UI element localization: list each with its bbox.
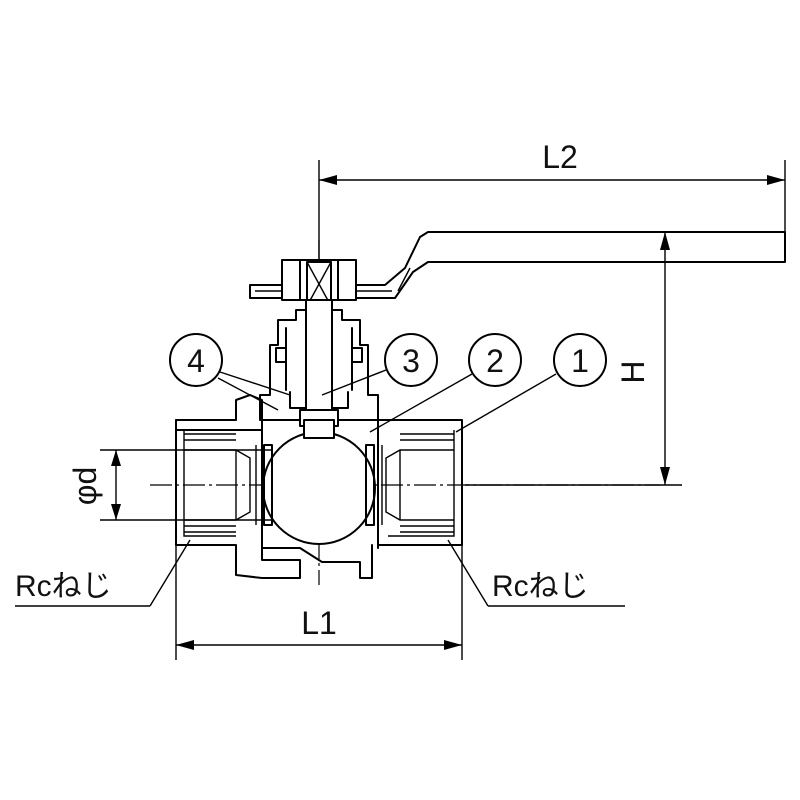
- balloon-4: 4: [169, 333, 291, 411]
- part-number-4: 4: [187, 343, 205, 379]
- stem-nut: [281, 259, 357, 307]
- balloon-3: 3: [321, 333, 438, 396]
- thread-label-left: Rcねじ: [15, 570, 112, 603]
- valve-body: [175, 394, 463, 579]
- part-number-3: 3: [402, 343, 420, 379]
- thread-label-right: Rcねじ: [492, 570, 589, 603]
- l1-label: L1: [301, 605, 337, 641]
- balloon-2: 2: [369, 333, 522, 433]
- h-label: H: [615, 360, 651, 383]
- l2-label: L2: [542, 139, 578, 175]
- dimension-l2: L2: [318, 139, 786, 310]
- balloon-1: 1: [455, 333, 607, 433]
- part-number-2: 2: [486, 343, 504, 379]
- ball: [262, 419, 376, 545]
- part-number-1: 1: [571, 343, 589, 379]
- phi-d-label: φd: [67, 467, 103, 506]
- thread-label-left-group: Rcねじ: [15, 539, 191, 607]
- thread-label-right-group: Rcねじ: [447, 539, 625, 607]
- dimension-l1: L1: [175, 530, 463, 660]
